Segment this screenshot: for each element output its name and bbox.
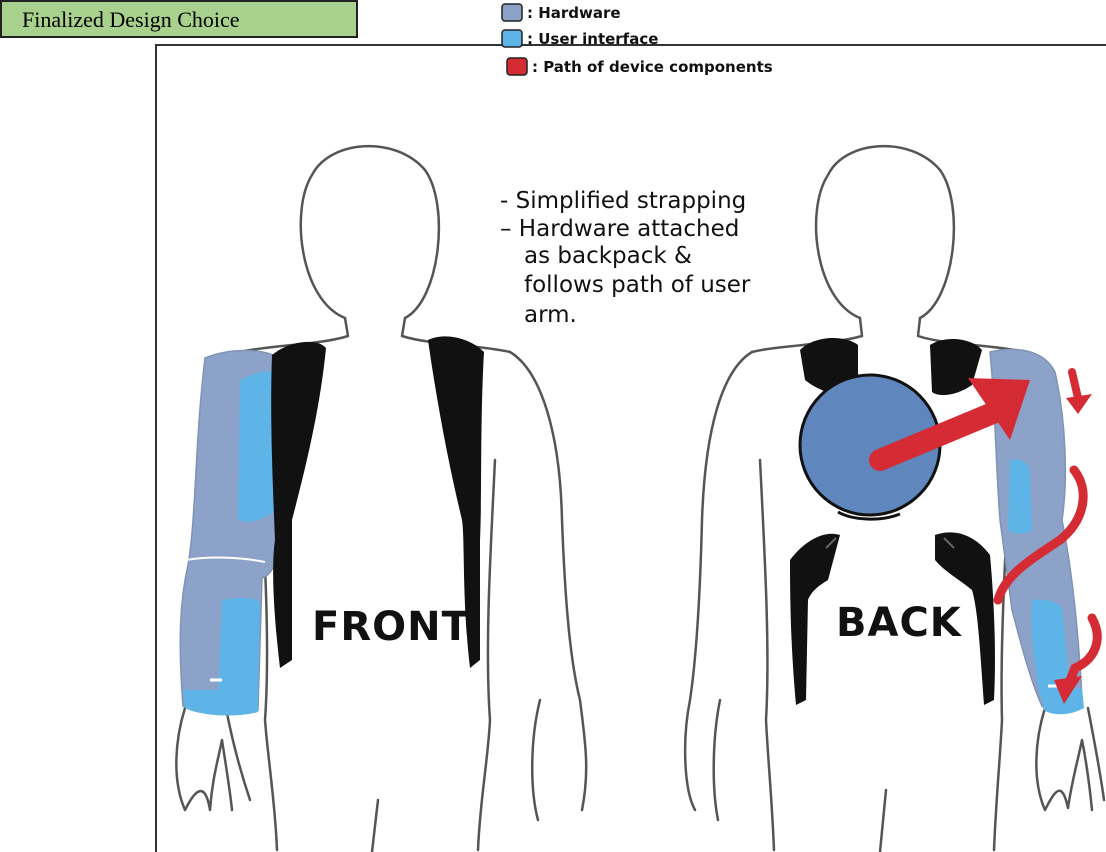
- note-line-3: as backpack &: [524, 243, 692, 269]
- back-right-hand-outline: [1036, 708, 1104, 810]
- back-left-lower-strap: [790, 534, 840, 705]
- front-ui-wrist-cuff: [183, 690, 258, 715]
- note-line-4: follows path of user: [524, 272, 751, 298]
- front-center-line: [372, 800, 378, 852]
- front-left-hand-outline: [176, 708, 250, 810]
- path-arrow-small-head: [1066, 394, 1092, 414]
- note-line-1: - Simplified strapping: [500, 188, 746, 214]
- note-line-2: – Hardware attached: [500, 216, 739, 242]
- back-left-arm-outline: [685, 352, 752, 820]
- back-view-label: BACK: [836, 600, 963, 646]
- legend-label-hardware: : Hardware: [527, 4, 621, 22]
- back-ui-panel-upper: [1008, 459, 1032, 533]
- front-right-arm-outline: [510, 352, 586, 820]
- legend-swatch-user-interface: [502, 30, 522, 47]
- design-notes: - Simplified strapping – Hardware attach…: [500, 188, 751, 328]
- legend-label-path: : Path of device components: [532, 58, 773, 76]
- front-ui-panel-lower: [218, 598, 260, 703]
- legend-swatch-path: [507, 58, 527, 75]
- back-left-torso-outline: [760, 460, 774, 850]
- front-ui-panel-upper: [238, 371, 277, 522]
- path-arrow-small-shaft: [1072, 372, 1078, 398]
- note-line-5: arm.: [524, 302, 577, 328]
- front-view-label: FRONT: [312, 604, 470, 650]
- front-head-outline: [301, 146, 439, 318]
- legend: : Hardware : User interface : Path of de…: [502, 4, 773, 76]
- legend-swatch-hardware: [502, 4, 522, 21]
- back-head-outline: [816, 146, 954, 318]
- legend-label-user-interface: : User interface: [527, 30, 658, 48]
- back-center-line: [880, 790, 886, 852]
